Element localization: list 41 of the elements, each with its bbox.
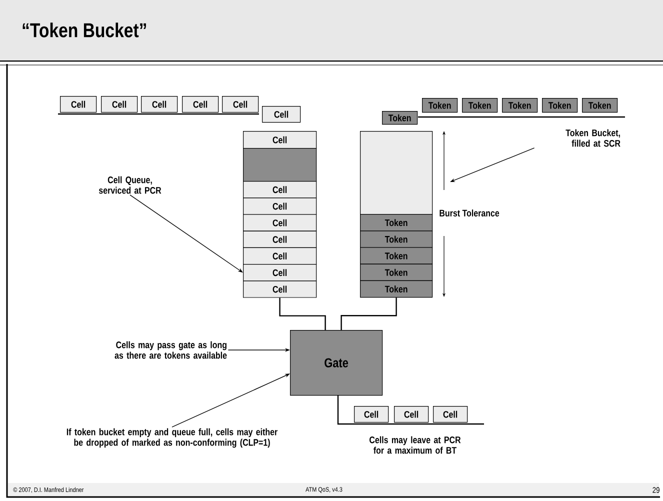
token-box: Token bbox=[360, 264, 433, 281]
dimension-label: Burst Tolerance bbox=[440, 210, 500, 216]
token-box: Token bbox=[360, 280, 433, 298]
cell-box: Cell bbox=[262, 106, 301, 123]
cell-box: Cell bbox=[101, 96, 138, 113]
cell-box: Cell bbox=[243, 214, 317, 232]
token-box: Token bbox=[502, 98, 538, 113]
bucket-space bbox=[360, 131, 433, 215]
annotation-text: If token bucket empty and queue full, cells may either be dropped of marked as non-conforming (CLP=1) bbox=[66, 428, 278, 448]
cell-box: Cell bbox=[433, 406, 468, 423]
gate-box: Gate bbox=[290, 330, 383, 396]
slide-title: “Token Bucket” bbox=[22, 22, 146, 38]
cell-box: Cell bbox=[243, 247, 317, 265]
annotation-text: Cells may pass gate as long as there are tokens available bbox=[114, 341, 227, 359]
token-box: Token bbox=[360, 247, 433, 264]
cell-box: Cell bbox=[182, 96, 219, 113]
cell-box: Cell bbox=[243, 181, 317, 198]
cell-box: Cell bbox=[222, 96, 259, 113]
token-box: Token bbox=[542, 98, 578, 113]
cell-box: Cell bbox=[243, 264, 317, 282]
cell-box: Cell bbox=[394, 406, 429, 423]
cell-box: Cell bbox=[243, 280, 317, 298]
cell-box: Cell bbox=[243, 131, 317, 149]
connector-line bbox=[340, 298, 397, 330]
token-box: Token bbox=[360, 214, 433, 232]
annotation-text: Token Bucket, filled at SCR bbox=[566, 129, 620, 147]
token-box: Token bbox=[360, 230, 433, 248]
connector-line bbox=[279, 298, 326, 330]
token-box: Token bbox=[382, 111, 418, 125]
cell-box: Cell bbox=[243, 198, 317, 215]
cell-box: Cell bbox=[354, 406, 389, 423]
caption-text: Cells may leave at PCR for a maximum of BT bbox=[370, 436, 461, 454]
cell-box: Cell bbox=[243, 230, 317, 248]
token-box: Token bbox=[582, 98, 618, 113]
empty-slot bbox=[243, 148, 317, 182]
annotation-text: Cell Queue, serviced at PCR bbox=[98, 176, 162, 194]
page-number: 29 bbox=[652, 487, 660, 493]
token-box: Token bbox=[422, 98, 458, 113]
token-box: Token bbox=[462, 98, 498, 113]
cell-box: Cell bbox=[60, 96, 97, 113]
cell-box: Cell bbox=[141, 96, 178, 113]
